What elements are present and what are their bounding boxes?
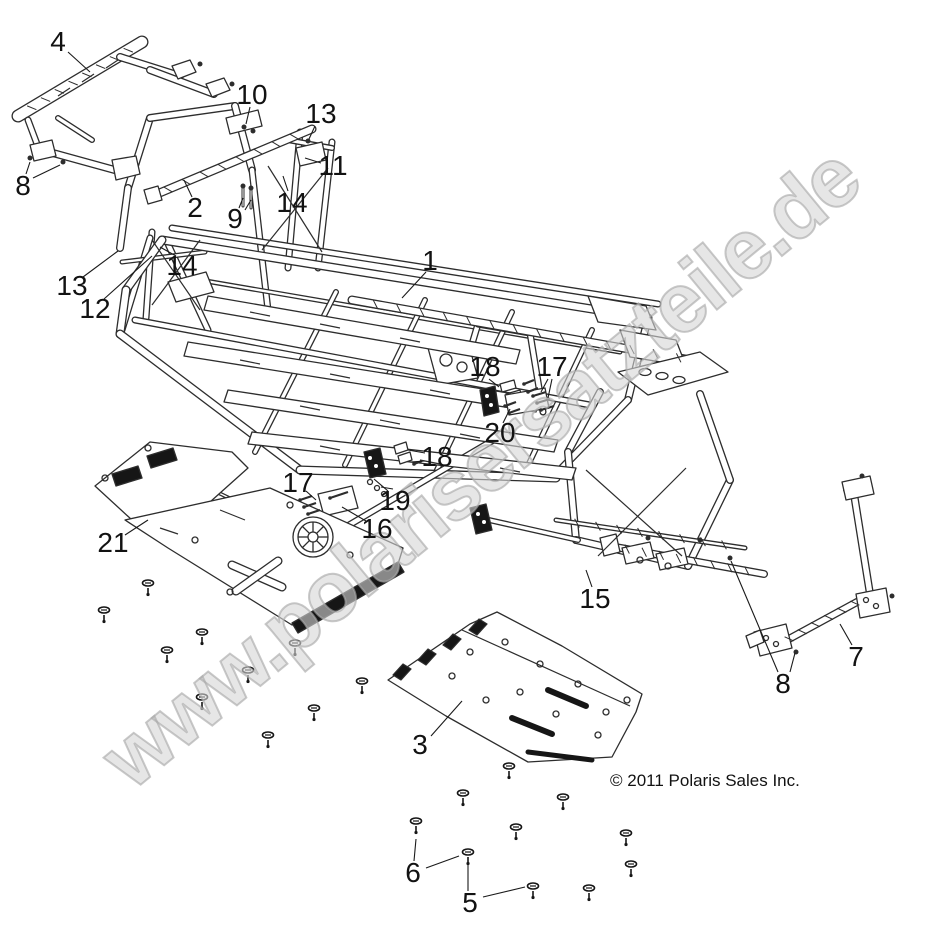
copyright-text: © 2011 Polaris Sales Inc.: [610, 771, 800, 790]
dark-plates: [111, 385, 500, 681]
tube-hatching: [26, 47, 860, 642]
fan-vent-spokes: [298, 522, 328, 552]
small-bolts: [298, 378, 555, 516]
detail-lines: [57, 59, 687, 707]
skid-plate-cross: [227, 556, 287, 596]
push-rivet-fasteners: [97, 579, 638, 902]
panel-grips: [509, 687, 595, 763]
